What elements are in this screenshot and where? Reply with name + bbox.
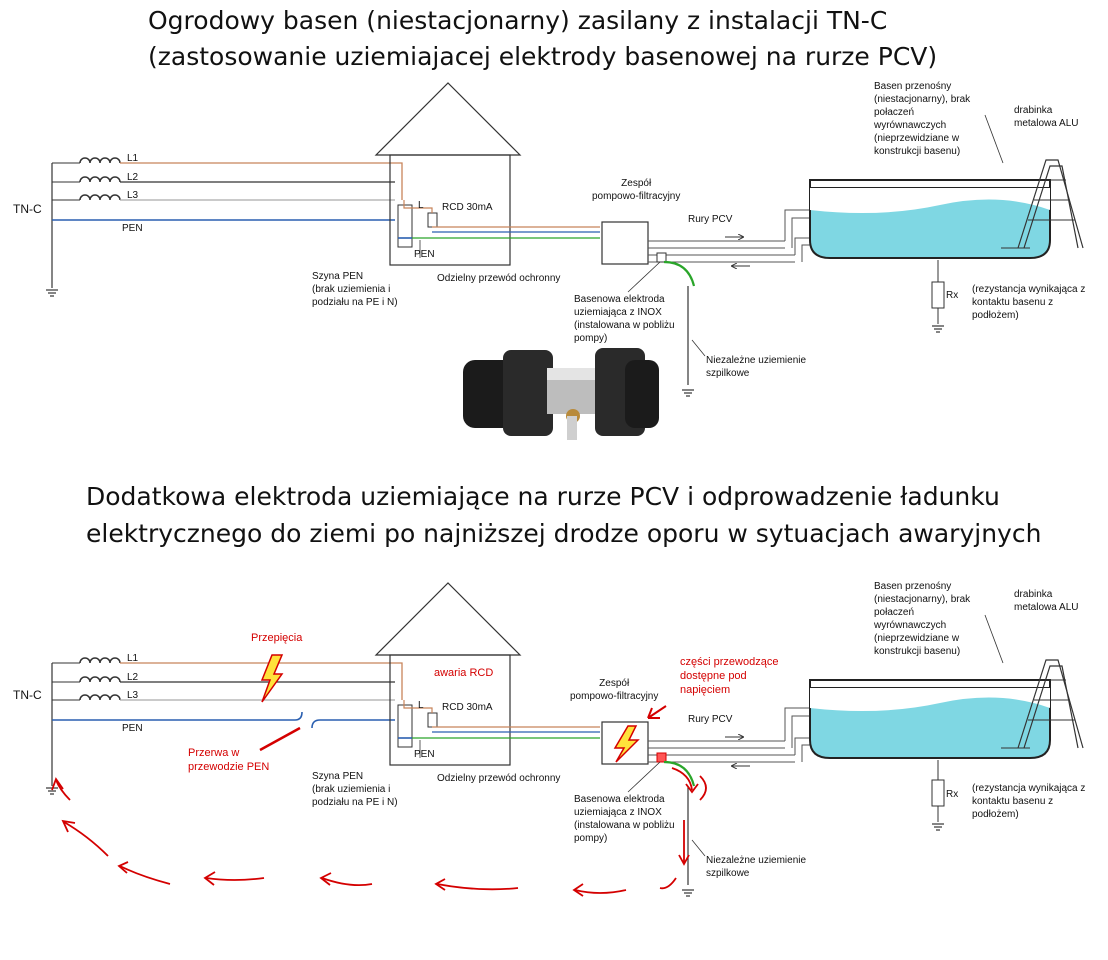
top-pen-house-label: PEN [414,249,435,260]
bottom-pen-label: PEN [122,723,143,734]
top-pump-label: Zespół pompowo-filtracyjny [592,178,681,202]
bottom-pen-wire-right [311,719,395,729]
house-body [389,154,511,266]
ladder [1017,159,1084,249]
rcd-box [427,212,438,228]
top-rx-label: Rx [946,290,959,301]
electrode-photo [463,348,659,440]
top-separate-pe-label: Odzielny przewód ochronny [437,273,561,284]
top-ladder-label: drabinka metalowa ALU [1014,105,1079,129]
rx-ground-icon [931,325,945,333]
overvoltage-lightning-icon [260,654,284,703]
bottom-separate-pe-label: Odzielny przewód ochronny [437,773,561,784]
electrode-ground-wire [663,260,696,287]
top-pipes-label: Rury PCV [688,214,733,225]
bottom-rx-note: (rezystancja wynikająca z kontaktu basen… [972,783,1086,820]
bottom-electrode-label: Basenowa elektroda uziemiająca z INOX (i… [574,794,675,844]
bottom-panel [45,582,1084,897]
coil-l1-icon [79,157,121,164]
top-l2-label: L2 [127,172,139,183]
bottom-pen-wire-left [52,711,303,721]
coil-l2-icon [79,176,121,183]
pump-fault-lightning-icon [613,725,640,763]
top-tn-c-label: TN-C [13,202,42,216]
bottom-pen-house-label: PEN [414,749,435,760]
overvoltage-label: Przepięcia [251,632,303,644]
fault-current-path [51,767,707,897]
live-parts-label: części przewodzące dostępne pod napięcie… [680,656,779,696]
coil-l3-icon [79,194,121,201]
l1-wire [120,162,403,200]
bottom-tn-c-label: TN-C [13,688,42,702]
bottom-pool-label: Basen przenośny (niestacjonarny), brak p… [874,581,971,657]
bottom-rcd-label: RCD 30mA [442,702,493,713]
rx-resistor [931,281,945,309]
bottom-ladder-label: drabinka metalowa ALU [1014,589,1079,613]
top-rx-note: (rezystancja wynikająca z kontaktu basen… [972,284,1086,321]
top-title-line2: (zastosowanie uziemiajacej elektrody bas… [148,42,938,71]
source-ground-icon [45,289,59,297]
bottom-pump-label: Zespół pompowo-filtracyjny [570,678,659,702]
bottom-coil-l2-icon [79,676,121,683]
bottom-coil-l3-icon [79,694,121,701]
pen-break-mark [259,726,301,752]
bottom-l2-label: L2 [127,672,139,683]
bottom-coil-l1-icon [79,657,121,664]
bottom-rod-label: Niezależne uziemienie szpilkowe [706,855,807,879]
top-pool-label: Basen przenośny (niestacjonarny), brak p… [874,81,971,157]
bottom-rx-label: Rx [946,789,959,800]
pen-bar [397,204,413,248]
bottom-l1-label: L1 [127,653,139,664]
top-szyna-label: Szyna PEN (brak uziemienia i podziału na… [312,271,398,308]
top-rcd-label: RCD 30mA [442,202,493,213]
live-parts-arrow [647,705,667,719]
pool-rim [809,179,1051,189]
top-rod-label: Niezależne uziemienie szpilkowe [706,355,807,379]
electrode-fitting [656,252,667,263]
top-l3-label: L3 [127,190,139,201]
rod-ground-icon [681,389,695,397]
bottom-szyna-label: Szyna PEN (brak uziemienia i podziału na… [312,771,398,808]
top-l1-label: L1 [127,153,139,164]
house-roof [374,82,522,156]
top-title-line1: Ogrodowy basen (niestacjonarny) zasilany… [148,6,888,35]
rcd-failure-label: awaria RCD [434,667,494,679]
pump-box [601,221,649,265]
bottom-rod-ground-icon [681,889,695,897]
bottom-title-line2: elektrycznego do ziemi po najniższej dro… [86,519,1042,548]
top-panel [45,82,1084,397]
bottom-pipes-label: Rury PCV [688,714,733,725]
top-l-house-label: L [418,200,424,211]
bottom-title-line1: Dodatkowa elektroda uziemiające na rurze… [86,482,1000,511]
pen-break-label: Przerwa w przewodzie PEN [188,747,270,773]
top-electrode-label: Basenowa elektroda uziemiająca z INOX (i… [574,294,675,344]
bottom-l-house-label: L [418,700,424,711]
bottom-l3-label: L3 [127,690,139,701]
top-pen-label: PEN [122,223,143,234]
